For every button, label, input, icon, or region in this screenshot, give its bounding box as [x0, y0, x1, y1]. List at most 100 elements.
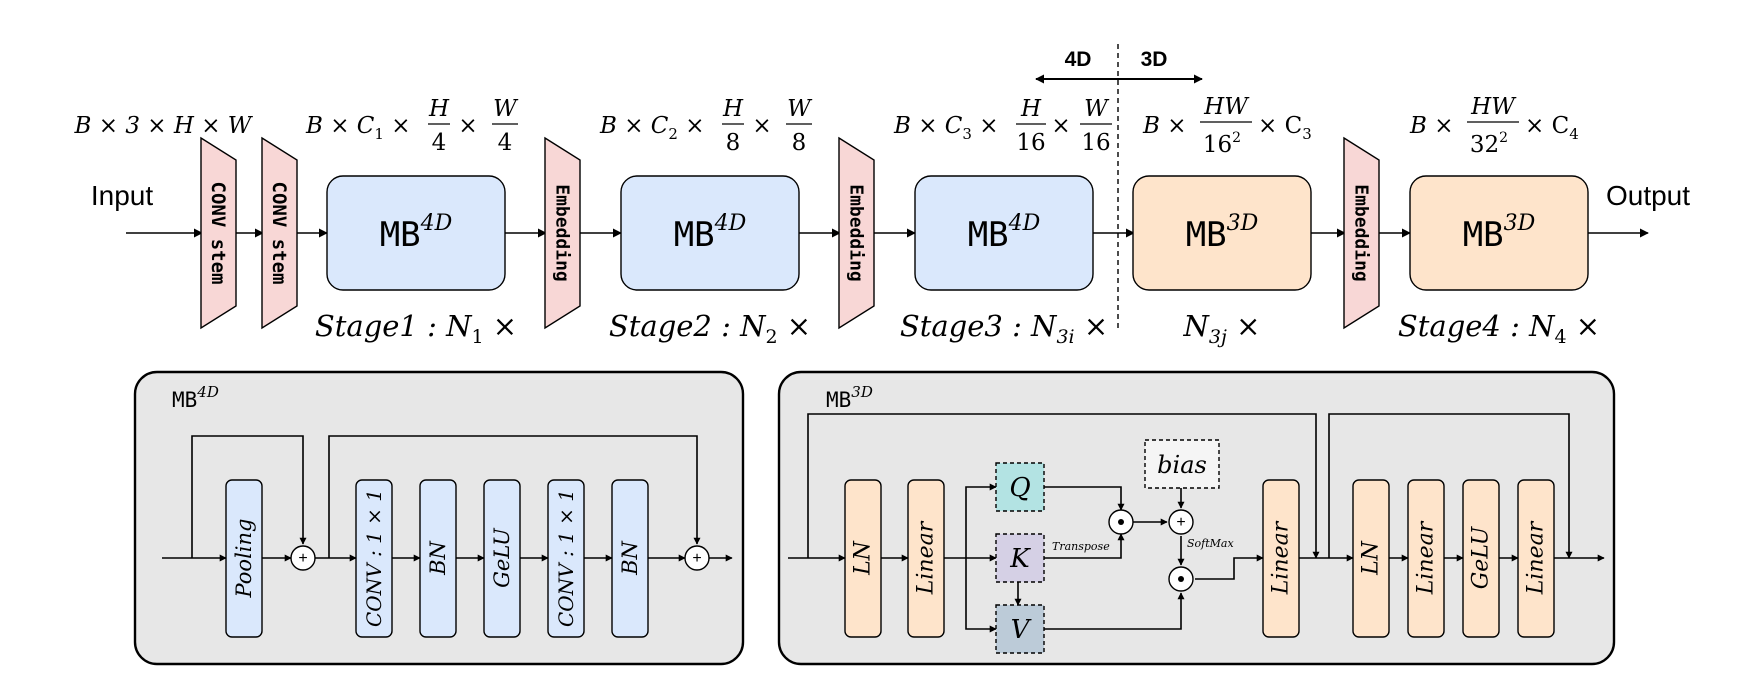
key-box: K [995, 533, 1045, 583]
svg-text:4: 4 [498, 130, 513, 156]
mb3d-panel-title: MB3D [826, 383, 873, 412]
mb4d-conv1x1-block: CONV : 1 × 1 [547, 479, 585, 638]
shape-stage4: B × HW 322 × C4 [1409, 94, 1579, 158]
svg-text:8: 8 [792, 130, 807, 156]
svg-text:CONV : 1 × 1: CONV : 1 × 1 [362, 489, 386, 627]
svg-text:B × C2 ×: B × C2 × [599, 113, 705, 143]
shape-input: B × 3 × H × W [74, 113, 254, 139]
mb3d-linear-block: Linear [907, 479, 945, 638]
mb-superscript: 3D [1504, 211, 1536, 236]
stage3-label: Stage3 : N3i × [900, 309, 1108, 348]
label-4d: 4D [1065, 48, 1092, 71]
svg-text:Pooling: Pooling [232, 519, 256, 599]
svg-text:Linear: Linear [1269, 520, 1294, 595]
conv-stem-label: CONV stem [207, 182, 229, 285]
svg-text:162: 162 [1203, 130, 1241, 158]
svg-text:4: 4 [432, 130, 447, 156]
mb-superscript: 4D [714, 211, 747, 236]
conv-stem-2: CONV stem [261, 136, 298, 330]
conv-stem-1: CONV stem [200, 136, 237, 330]
skip-connection [807, 413, 1320, 559]
value-box: V [995, 604, 1045, 654]
svg-text:BN: BN [426, 540, 450, 575]
svg-text:B × C1 ×: B × C1 × [305, 113, 411, 143]
mb3d-mlp-gelu-block: GeLU [1462, 479, 1500, 638]
mb3d-mlp-ln-block: LN [1352, 479, 1390, 638]
mb4d-block-stage3: MB4D [914, 175, 1094, 291]
svg-text:× C4: × C4 [1525, 113, 1579, 143]
svg-text:MB3D: MB3D [1463, 211, 1536, 255]
svg-text:B × C3 ×: B × C3 × [893, 113, 999, 143]
svg-text:CONV : 1 × 1: CONV : 1 × 1 [554, 489, 578, 627]
stage3j-label: N3j × [1183, 309, 1261, 348]
svg-text:HW: HW [1470, 94, 1517, 120]
mb4d-conv1x1-block: CONV : 1 × 1 [355, 479, 393, 638]
mb3d-output-linear-block: Linear [1262, 479, 1300, 638]
mb-superscript: 4D [420, 211, 453, 236]
mb4d-panel-title: MB4D [172, 383, 219, 412]
embedding-1: Embedding [544, 136, 581, 330]
mb4d-gelu-block: GeLU [483, 479, 521, 638]
input-label: Input [91, 180, 153, 211]
label-3d: 3D [1141, 48, 1168, 71]
svg-text:GeLU: GeLU [1469, 525, 1494, 589]
svg-text:×: × [1051, 113, 1070, 139]
mb3d-mlp-linear-block: Linear [1517, 479, 1555, 638]
mb-label: MB [1186, 215, 1227, 255]
svg-text:×: × [752, 113, 771, 139]
matmul-node [1108, 509, 1134, 535]
mb3d-mlp-linear-block: Linear [1407, 479, 1445, 638]
softmax-label: SoftMax [1187, 537, 1234, 550]
mb-label: MB [968, 215, 1009, 255]
bias-box: bias [1144, 439, 1220, 489]
embedding-label: Embedding [846, 184, 867, 282]
stage1-label: Stage1 : N1 × [315, 309, 517, 348]
svg-text:LN: LN [1359, 540, 1384, 576]
svg-text:16: 16 [1016, 130, 1045, 156]
mb4d-residual-add: + [684, 545, 710, 571]
svg-text:W: W [787, 96, 813, 122]
svg-text:+: + [692, 550, 701, 567]
mb3d-ln-block: LN [844, 479, 882, 638]
svg-text:Linear: Linear [1414, 520, 1439, 595]
output-label: Output [1606, 180, 1690, 211]
conv-stem-label: CONV stem [268, 182, 290, 285]
embedding-3: Embedding [1343, 136, 1380, 330]
svg-text:Linear: Linear [914, 520, 939, 595]
stage4-label: Stage4 : N4 × [1398, 309, 1600, 348]
mb4d-bn-block: BN [611, 479, 649, 638]
svg-text:16: 16 [1081, 130, 1110, 156]
mb-superscript: 4D [1008, 211, 1041, 236]
query-box: Q [995, 462, 1045, 512]
transpose-label: Transpose [1052, 540, 1110, 553]
svg-text:V: V [1011, 615, 1032, 645]
mb4d-panel: MB4D Pooling + CONV : 1 × 1 [133, 370, 745, 666]
svg-text:B ×: B × [1409, 113, 1453, 139]
shape-stage3-3d: B × HW 162 × C3 [1142, 94, 1312, 158]
svg-text:MB4D: MB4D [380, 211, 453, 255]
shape-stage2: B × C2 × H 8 × W 8 [599, 96, 813, 156]
mb-label: MB [380, 215, 421, 255]
svg-text:B ×: B × [1142, 113, 1186, 139]
svg-text:W: W [493, 96, 519, 122]
svg-text:BN: BN [618, 540, 642, 575]
svg-text:Q: Q [1009, 473, 1030, 503]
mb-label: MB [674, 215, 715, 255]
svg-text:GeLU: GeLU [490, 527, 514, 588]
svg-text:+: + [298, 550, 307, 567]
bias-add-node: + [1168, 509, 1194, 535]
shape-stage1: B × C1 × H 4 × W 4 [305, 96, 519, 156]
svg-text:Linear: Linear [1524, 520, 1549, 595]
svg-text:×: × [458, 113, 477, 139]
svg-text:8: 8 [726, 130, 741, 156]
mb4d-pooling-block: Pooling [225, 479, 263, 638]
stage2-label: Stage2 : N2 × [609, 309, 811, 348]
shape-stage3-4d: B × C3 × H 16 × W 16 [893, 96, 1112, 156]
mb-superscript: 3D [1227, 211, 1259, 236]
mb3d-panel: MB3D [777, 370, 1616, 666]
mb3d-block-stage3: MB3D [1132, 175, 1312, 291]
svg-text:K: K [1009, 544, 1031, 574]
svg-text:W: W [1084, 96, 1110, 122]
svg-text:LN: LN [851, 540, 876, 576]
